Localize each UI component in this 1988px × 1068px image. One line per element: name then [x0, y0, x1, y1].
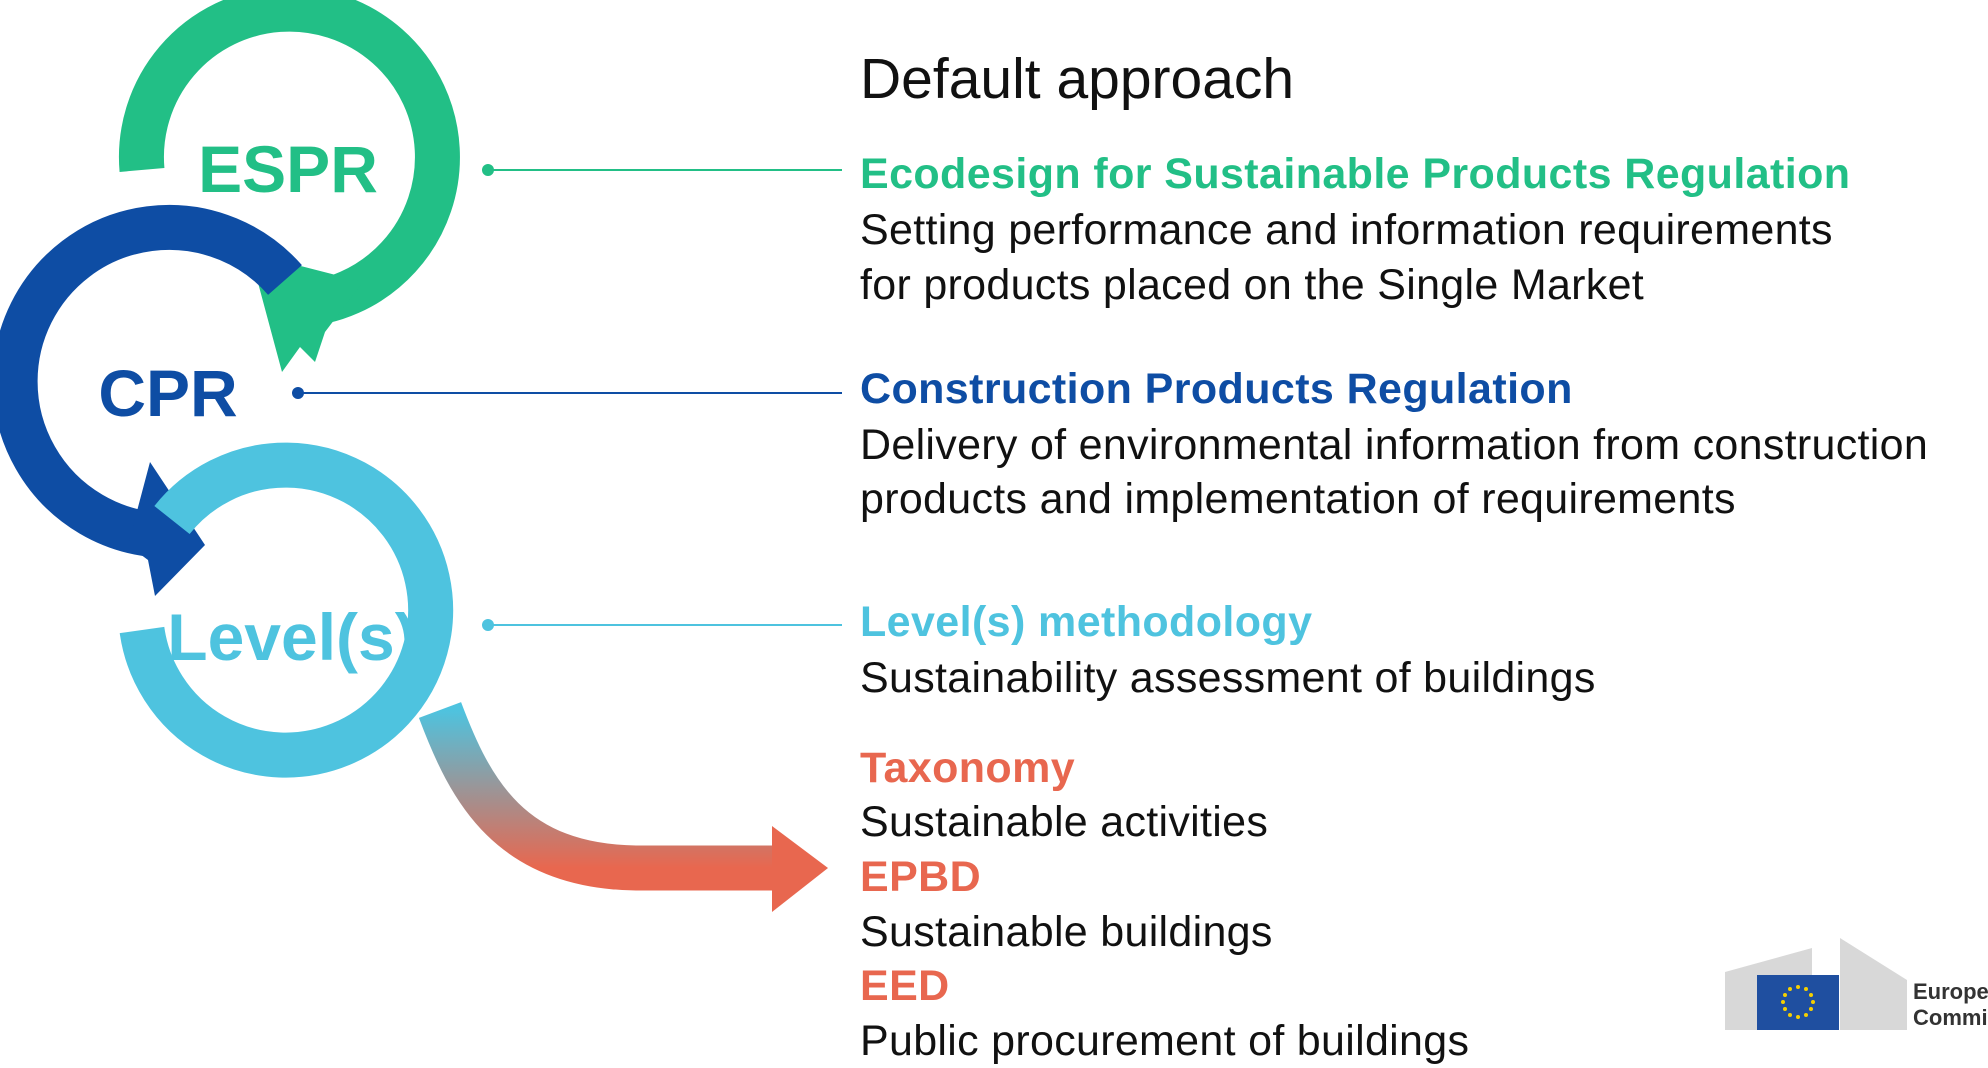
- levels-label: Level(s): [167, 600, 416, 674]
- eed-desc: Public procurement of buildings: [860, 1017, 1470, 1065]
- eu-logo-text: Europe Commi: [1913, 979, 1988, 1031]
- taxonomy-title: Taxonomy: [860, 744, 1076, 792]
- eu-logo-text-line2: Commi: [1913, 1005, 1988, 1030]
- espr-label: ESPR: [198, 132, 378, 206]
- levels-ring: [119, 442, 454, 778]
- taxonomy-desc: Sustainable activities: [860, 798, 1269, 846]
- epbd-desc: Sustainable buildings: [860, 908, 1273, 956]
- cpr-ring: [0, 204, 302, 558]
- levels-desc-line1: Sustainability assessment of buildings: [860, 654, 1596, 702]
- page-title: Default approach: [860, 47, 1295, 111]
- eu-logo: [1725, 938, 1907, 1030]
- espr-connector-dot: [482, 164, 494, 176]
- espr-ring: [118, 0, 460, 328]
- eu-flag-icon: [1757, 975, 1839, 1030]
- cpr-desc-line1: Delivery of environmental information fr…: [860, 421, 1929, 469]
- espr-desc-line1: Setting performance and information requ…: [860, 206, 1833, 254]
- eu-logo-text-line1: Europe: [1913, 979, 1988, 1004]
- cpr-arrowhead: [128, 462, 205, 596]
- cpr-desc-line2: products and implementation of requireme…: [860, 475, 1736, 523]
- espr-title: Ecodesign for Sustainable Products Regul…: [860, 150, 1851, 198]
- policies-arrowhead: [772, 826, 828, 912]
- espr-desc-line2: for products placed on the Single Market: [860, 261, 1645, 309]
- cpr-connector-dot: [292, 387, 304, 399]
- eed-title: EED: [860, 962, 950, 1010]
- epbd-title: EPBD: [860, 853, 982, 901]
- cpr-title: Construction Products Regulation: [860, 365, 1573, 413]
- levels-title: Level(s) methodology: [860, 598, 1313, 646]
- policies-tail: [418, 702, 772, 891]
- cpr-label: CPR: [98, 356, 237, 430]
- levels-connector-dot: [482, 619, 494, 631]
